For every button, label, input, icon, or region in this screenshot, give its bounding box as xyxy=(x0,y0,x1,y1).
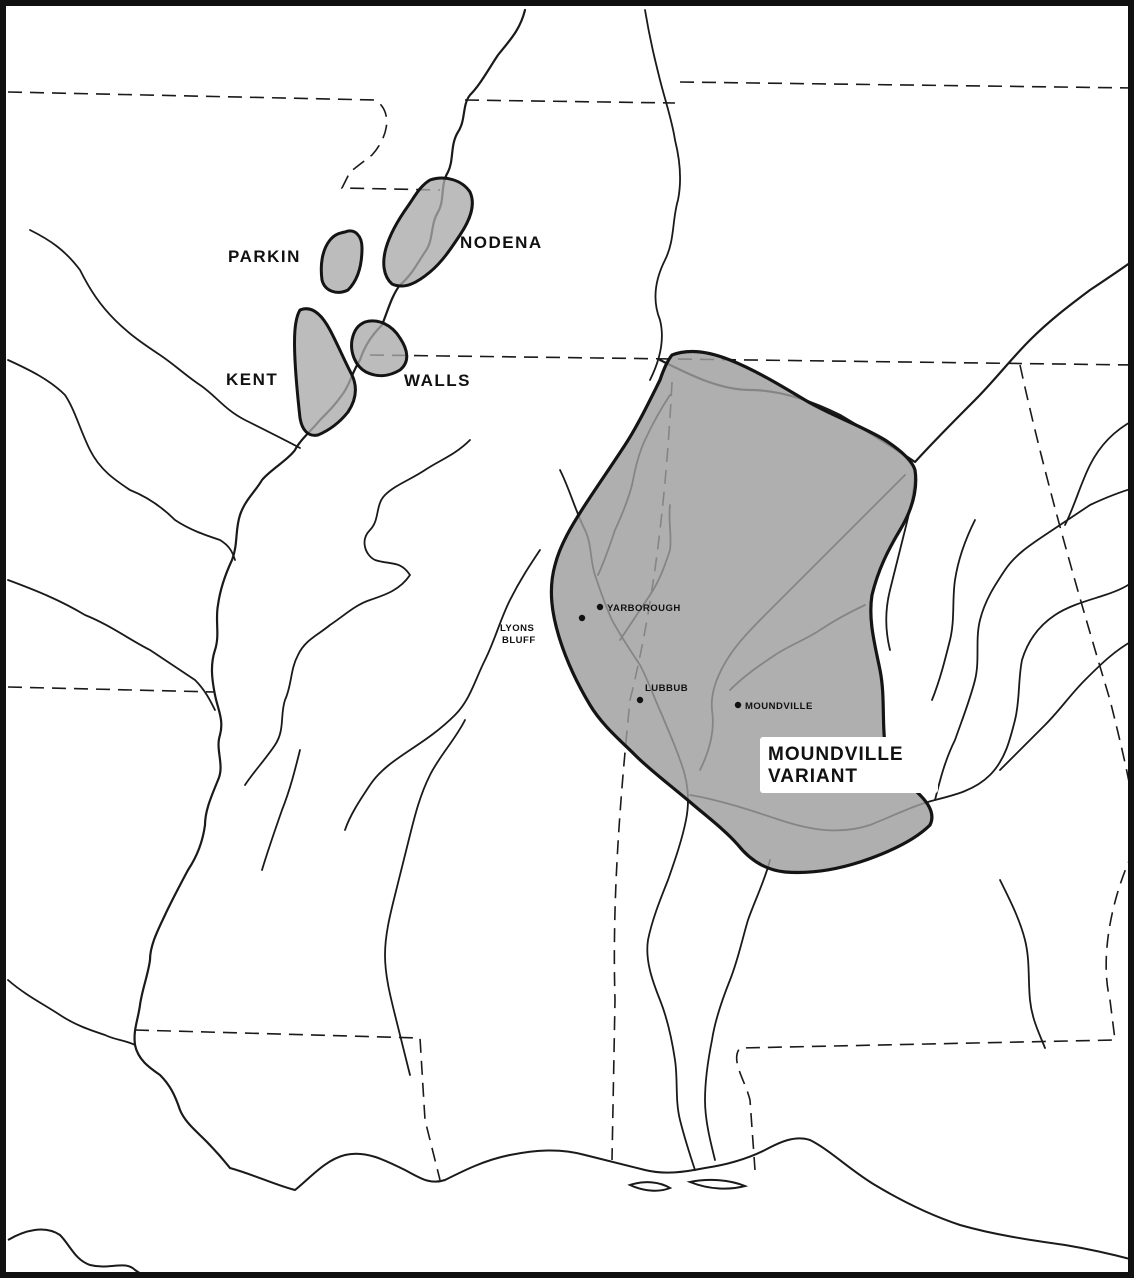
gulf-coast xyxy=(7,1137,1134,1278)
label-moundville: MOUNDVILLE xyxy=(745,701,813,712)
label-moundville-variant-1: MOUNDVILLE xyxy=(768,744,904,765)
label-walls: WALLS xyxy=(404,371,471,390)
site-point-lyons-bluff xyxy=(578,614,586,622)
site-point-moundville xyxy=(734,701,742,709)
label-nodena: NODENA xyxy=(460,233,543,252)
site-points xyxy=(578,603,742,709)
label-kent: KENT xyxy=(226,370,278,389)
label-lubbub: LUBBUB xyxy=(645,683,688,694)
label-lyons-bluff-1: LYONS xyxy=(500,623,534,634)
site-point-lubbub xyxy=(636,696,644,704)
region-kent xyxy=(293,307,357,437)
map-labels: PARKIN NODENA KENT WALLS LYONS BLUFF YAR… xyxy=(226,233,904,787)
label-yarborough: YARBOROUGH xyxy=(607,603,681,614)
region-walls xyxy=(350,319,409,378)
label-moundville-variant-2: VARIANT xyxy=(768,766,858,787)
label-lyons-bluff-2: BLUFF xyxy=(502,635,536,646)
site-point-yarborough xyxy=(596,603,604,611)
label-parkin: PARKIN xyxy=(228,247,301,266)
region-nodena xyxy=(382,176,474,288)
region-parkin xyxy=(319,229,364,294)
label-backgrounds xyxy=(760,737,938,793)
